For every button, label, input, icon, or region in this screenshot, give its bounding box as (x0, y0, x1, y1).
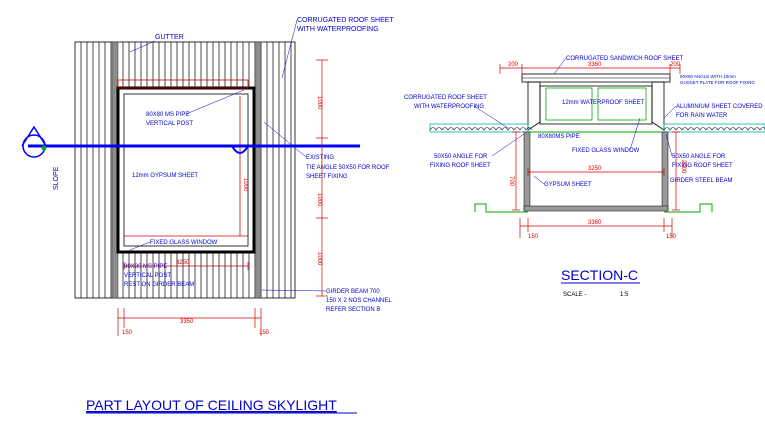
section-view: CORRUGATED SANDWICH ROOF SHEET 50X50 ANG… (404, 56, 765, 298)
section-dimensions (499, 64, 681, 238)
girder-label-2: 150 X 2 NOS CHANNEL (326, 298, 392, 304)
angle-left-label-1: 50X50 ANGLE FOR (434, 154, 488, 160)
angle-right-label-1: 50X50 ANGLE FOR (672, 154, 726, 160)
alu-label-2: FOR RAIN WATER (676, 113, 728, 119)
sec-dim-top-total: 3360 (588, 62, 602, 68)
plan-dim-vert-mid: 1000 (316, 193, 322, 207)
waterproof-label: 12mm WATERPROOF SHEET (562, 100, 645, 106)
right-frame (651, 81, 665, 131)
angle-gusset-label-2: GUSSET PLATE FOR ROOF FIXING (680, 80, 755, 85)
sec-dim-left-height: 700 (508, 176, 514, 187)
sec-pipe-label: 80X80MS PIPE (538, 134, 580, 140)
sec-dim-bot-left: 150 (528, 234, 539, 240)
plan-dim-height: 1000 (242, 178, 248, 192)
floor-line-left (474, 203, 528, 213)
plan-dim-vert-bot: 1000 (316, 252, 322, 266)
section-title: SECTION-C (561, 267, 638, 283)
sec-gypsum-label: GYPSUM SHEET (544, 182, 592, 188)
left-post (523, 131, 531, 211)
sec-dim-top-left: 200 (508, 62, 519, 68)
existing-label-3: SHEET FIXING (306, 174, 348, 180)
plan-dimensions (117, 59, 328, 336)
slope-arrow (21, 125, 47, 147)
slope-label: SLOPE (53, 166, 60, 190)
plan-title: PART LAYOUT OF CEILING SKYLIGHT (86, 397, 337, 413)
girder-steel-beam (523, 205, 669, 212)
plan-dim-width-total: 3350 (180, 319, 194, 325)
beam-dip (231, 145, 249, 154)
pipe-rest-label-1: 80X80 MS PIPE (124, 264, 167, 270)
angle-gusset-label-1: 50X50 ANGLE WITH 10mm (680, 74, 736, 79)
sec-dim-bot-right: 150 (666, 234, 677, 240)
roof-sheet-label-1: CORRUGATED ROOF SHEET (297, 17, 394, 24)
angle-left-label-2: FIXING ROOF SHEET (430, 163, 491, 169)
fixed-glass-label: FIXED GLASS WINDOW (150, 240, 218, 246)
roof-boundary (74, 41, 296, 299)
angle-right-label-2: FIXING ROOF SHEET (672, 163, 733, 169)
existing-label-1: EXISTING (306, 155, 334, 161)
plan-dim-width-inner: 3250 (176, 260, 190, 266)
sec-dim-right-height: 2000 (680, 160, 686, 174)
pipe-post-label-2: VERTICAL POST (146, 121, 193, 127)
scale-value: 1:5 (620, 292, 629, 298)
right-post (661, 131, 669, 211)
pipe-rest-label-3: REST ON GIRDER BEAM (124, 282, 194, 288)
pipe-post-label-1: 80X80 MS PIPE (146, 112, 189, 118)
window-pane-left (545, 87, 593, 121)
left-frame (527, 81, 541, 131)
gutter-right (254, 41, 262, 299)
sec-dim-bot-width: 3360 (588, 220, 602, 226)
plan-dim-left: 150 (122, 330, 133, 336)
window-pane-right (597, 87, 647, 121)
pipe-rest-label-2: VERTICAL POST (124, 273, 171, 279)
roof-sheet-label-2: WITH WATERPROOFING (297, 26, 379, 33)
sec-roof-sheet-label-1: CORRUGATED ROOF SHEET (404, 95, 487, 101)
slope-dot (41, 145, 47, 151)
sec-dim-mid-width: 3250 (588, 166, 602, 172)
sandwich-label: CORRUGATED SANDWICH ROOF SHEET (566, 56, 684, 62)
sec-fixed-glass-label: FIXED GLASS WINDOW (572, 148, 640, 154)
existing-label-2: TIE ANGLE 50X50 FOR ROOF (306, 165, 390, 171)
sec-girder-label: GIRDER STEEL BEAM (670, 178, 732, 184)
alu-label-1: ALUMINIUM SHEET COVERED (676, 104, 763, 110)
sec-dim-top-right: 200 (670, 62, 681, 68)
gypsum-outline (117, 79, 249, 89)
corrugated-roof-band (429, 123, 765, 133)
gutter-label: GUTTER (155, 34, 184, 41)
girder-label-1: GIRDER BEAM 700 (326, 289, 380, 295)
plan-view: SLOPE GUTTER CORRUGATED ROOF SHEET WITH … (21, 17, 394, 414)
plan-dim-vert-top: 1000 (316, 96, 322, 110)
skylight-inner (123, 93, 249, 247)
girder-label-3: REFER SECTION B (326, 307, 380, 313)
sec-roof-sheet-label-2: WITH WATERPROOFING (414, 104, 484, 110)
gypsum-label: 12mm GYPSUM SHEET (132, 173, 198, 179)
window-box (539, 85, 653, 125)
plan-dim-right: 150 (259, 330, 270, 336)
scale-label: SCALE - (563, 292, 586, 298)
floor-line-right (664, 203, 713, 213)
